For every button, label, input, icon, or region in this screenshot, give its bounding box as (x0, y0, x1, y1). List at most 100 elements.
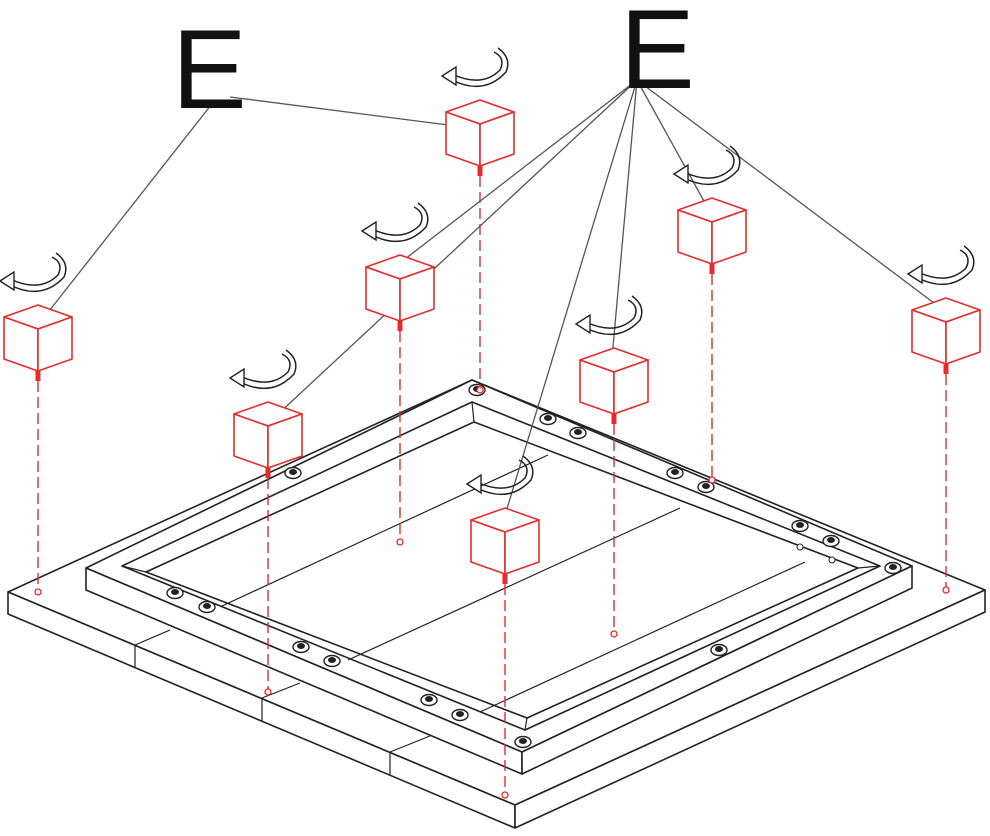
cube-right (37, 316, 73, 372)
block-seam (134, 629, 171, 646)
hole (828, 556, 836, 564)
cube-stem (477, 166, 483, 176)
bolt-head (456, 711, 464, 717)
bolt-head (289, 469, 297, 475)
panel-seam (347, 507, 681, 661)
rotate-arrow-curve (683, 149, 735, 179)
foot-cubes (0, 47, 981, 584)
bolt-head (889, 564, 897, 570)
foot-cube-icon (911, 297, 981, 374)
drop-point (708, 476, 716, 484)
rotate-arrow-icon (0, 252, 67, 293)
rotate-arrow-curve-outer (239, 349, 297, 390)
drop-lines (34, 176, 950, 799)
drop-point (942, 586, 950, 594)
leader-line (41, 99, 216, 321)
rail-edge (121, 565, 147, 573)
leader-line (611, 79, 638, 359)
bolt-icon (514, 735, 532, 749)
rotate-arrow-curve (585, 299, 637, 329)
rotate-arrow-head (574, 313, 591, 335)
bolt-head (544, 415, 552, 421)
panel-seam (221, 454, 549, 607)
leader-line (505, 79, 638, 513)
cube-right (399, 266, 435, 322)
cube-right (711, 209, 747, 265)
leader-line (636, 79, 947, 313)
leader-line (229, 96, 457, 127)
cube-right (945, 309, 981, 365)
rail-edge (524, 717, 528, 731)
rotate-arrow-curve (9, 256, 61, 286)
bolt-icon (666, 466, 684, 480)
bolt-head (425, 696, 433, 702)
rotate-arrow-icon (440, 47, 509, 88)
rotate-arrow-icon (672, 145, 741, 186)
rotate-arrow-icon (465, 455, 534, 496)
panel-seam (479, 561, 806, 713)
rotate-arrow-icon (906, 245, 975, 286)
bolt-icon (166, 586, 184, 600)
bolt-head (297, 643, 305, 649)
cube-right (479, 111, 515, 167)
rotate-arrow-icon (228, 349, 297, 390)
foot-cube-icon (365, 254, 435, 331)
foot-cube-icon (3, 304, 73, 381)
frame-side-right (521, 565, 913, 775)
bolt-icon (323, 654, 341, 668)
rotate-arrow-head (906, 263, 923, 285)
bolt-head (519, 738, 527, 744)
bolt-icon (697, 480, 715, 494)
cube-stem (35, 371, 41, 381)
bolt-icon (420, 693, 438, 707)
base-plate-front-right (514, 589, 986, 829)
rotate-arrow-curve-outer (585, 295, 643, 336)
rotate-arrow-head (0, 270, 15, 292)
bolt-head (702, 483, 710, 489)
cube-stem (611, 414, 617, 424)
rotate-arrow-icon (574, 295, 643, 336)
rotate-arrow-curve-outer (9, 252, 67, 293)
rotate-arrow-head (228, 367, 245, 389)
bolt-head (671, 469, 679, 475)
hole (796, 543, 804, 551)
rotate-arrow-curve-outer (683, 145, 741, 186)
block-seam (389, 735, 431, 753)
rotate-arrow-icon (360, 202, 429, 243)
frame (85, 379, 913, 775)
foot-cube-icon (579, 347, 649, 424)
bolt-icon (791, 519, 809, 533)
cube-stem (397, 321, 403, 331)
rotate-arrow-curve-outer (476, 455, 534, 496)
drop-point (264, 688, 272, 696)
bolt-head (203, 603, 211, 609)
rotate-arrow-curve-outer (917, 245, 975, 286)
rotate-arrow-head (465, 473, 482, 495)
cube-stem (943, 364, 949, 374)
rotate-arrow-curve (371, 206, 423, 236)
bolt-icon (198, 600, 216, 614)
foot-cube-icon (445, 99, 515, 176)
cube-right (613, 359, 649, 415)
bolt-icon (539, 412, 557, 426)
leader-line (636, 79, 711, 213)
drop-point (396, 538, 404, 546)
bolt-head (796, 522, 804, 528)
bolt-head (715, 646, 723, 652)
rotate-arrow-curve (239, 353, 291, 383)
rotate-arrow-head (672, 163, 689, 185)
drop-point (610, 630, 618, 638)
foot-cube-icon (233, 401, 303, 478)
bolt-icon (569, 426, 587, 440)
bolt-head (574, 429, 582, 435)
rotate-arrow-curve-outer (371, 202, 429, 243)
drop-point (476, 386, 484, 394)
rail-edge (857, 565, 881, 569)
foot-cube-icon (677, 197, 747, 274)
bolt-icon (292, 640, 310, 654)
rotate-arrow-curve (476, 459, 528, 489)
drop-point (501, 791, 509, 799)
label-e-left: E (172, 7, 247, 132)
